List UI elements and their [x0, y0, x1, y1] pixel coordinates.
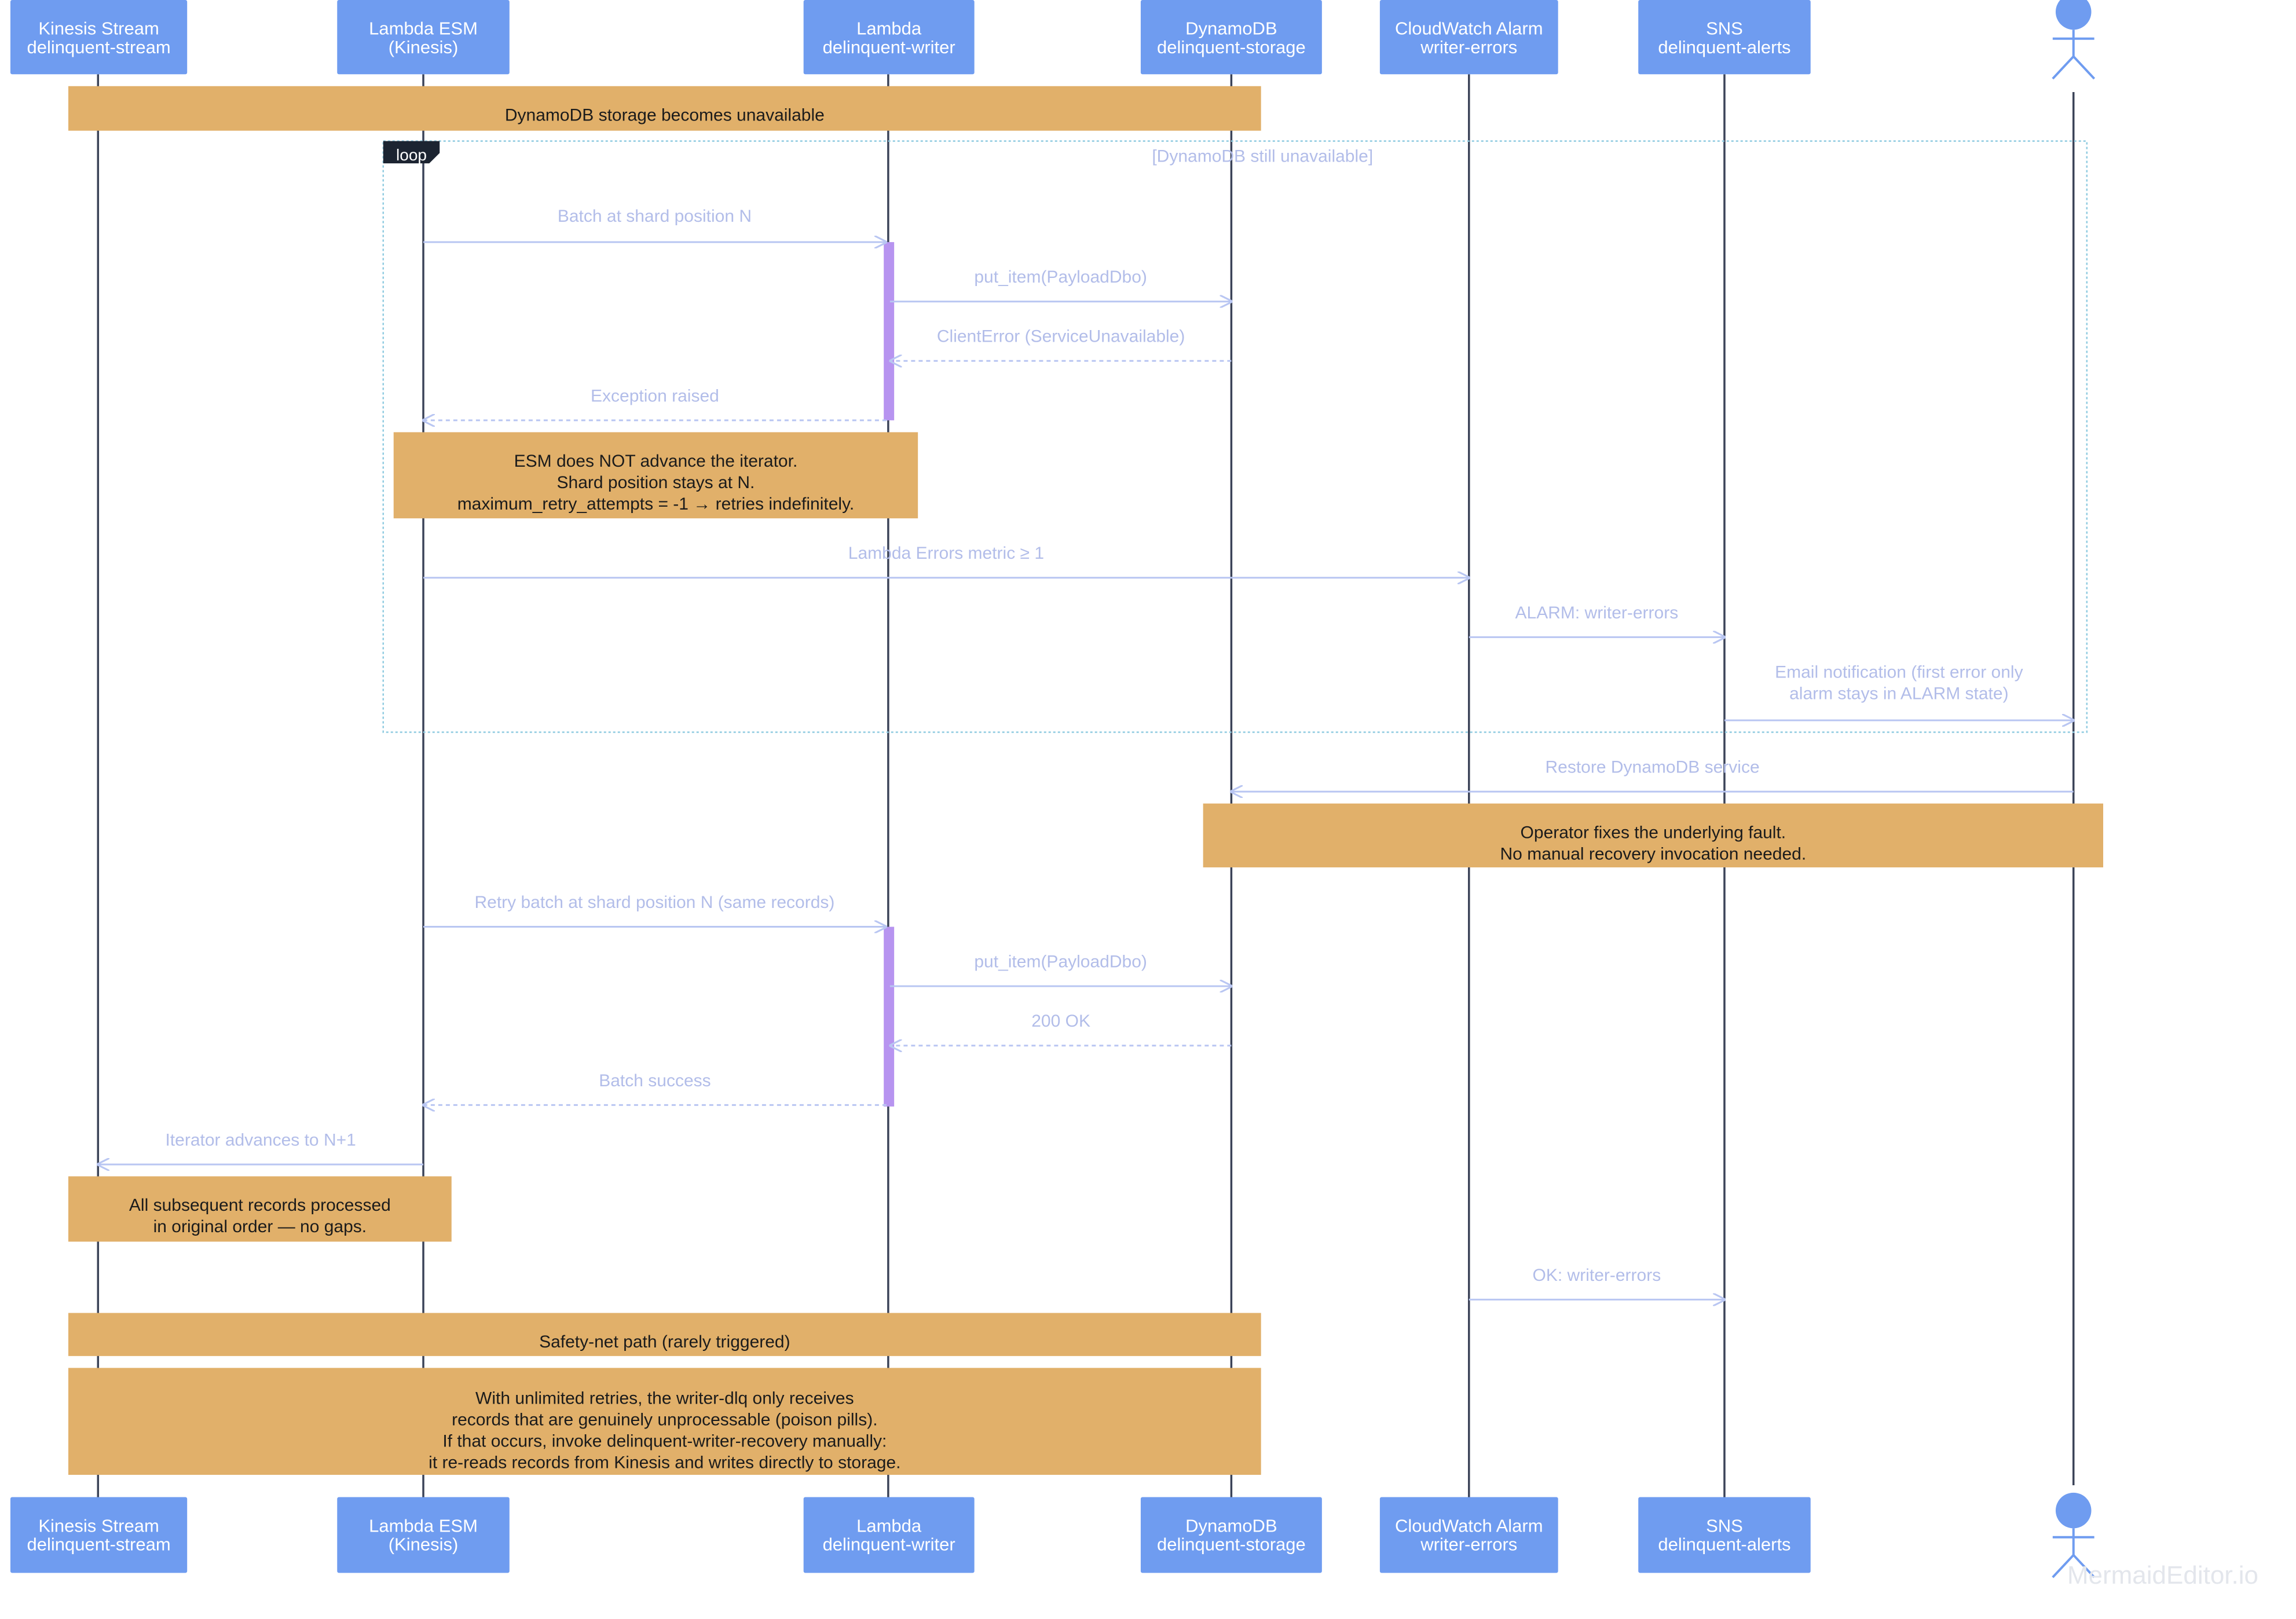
message-label-batch-success: Batch success — [599, 1071, 711, 1090]
message-label-restore: Restore DynamoDB service — [1546, 758, 1760, 777]
message-exception: Exception raised — [423, 386, 887, 420]
message-iterator: Iterator advances to N+1 — [98, 1130, 424, 1164]
actor-label-esm: Lambda ESM(Kinesis) — [369, 19, 478, 57]
message-batch-n: Batch at shard position N — [423, 207, 886, 242]
message-retry: Retry batch at shard position N (same re… — [423, 893, 886, 927]
watermark: MermaidEditor.io — [2067, 1561, 2258, 1589]
actor-esm-bottom[interactable]: Lambda ESM(Kinesis) — [337, 1497, 510, 1573]
loop-condition: [DynamoDB still unavailable] — [1152, 147, 1373, 166]
note-text-safety-net: Safety-net path (rarely triggered) — [539, 1332, 790, 1351]
message-label-errors-metric: Lambda Errors metric ≥ 1 — [848, 544, 1044, 563]
loop-label-tag: loop — [383, 141, 440, 164]
message-batch-success: Batch success — [423, 1071, 887, 1105]
note-dlq: With unlimited retries, the writer-dlq o… — [68, 1368, 1261, 1475]
message-label-alarm: ALARM: writer-errors — [1515, 603, 1679, 622]
message-label-retry: Retry batch at shard position N (same re… — [474, 893, 834, 912]
activation-bar-1 — [884, 242, 895, 420]
actor-esm-top[interactable]: Lambda ESM(Kinesis) — [337, 0, 510, 75]
user-icon-top — [2052, 0, 2096, 80]
note-text-operator-fix: Operator fixes the underlying fault.No m… — [1500, 823, 1807, 863]
note-text-esm-no-advance: ESM does NOT advance the iterator.Shard … — [457, 452, 855, 514]
message-restore: Restore DynamoDB service — [1231, 758, 2074, 792]
loop-label: loop — [396, 146, 427, 164]
message-ok200: 200 OK — [891, 1012, 1232, 1046]
message-label-exception: Exception raised — [591, 386, 719, 405]
actor-label-esm: Lambda ESM(Kinesis) — [369, 1515, 478, 1554]
message-errors-metric: Lambda Errors metric ≥ 1 — [423, 544, 1469, 578]
message-alarm: ALARM: writer-errors — [1469, 603, 1724, 638]
message-label-put-item-1: put_item(PayloadDbo) — [974, 268, 1147, 287]
loop-frame: loop [DynamoDB still unavailable] — [382, 140, 2088, 733]
note-operator-fix: Operator fixes the underlying fault.No m… — [1203, 803, 2104, 867]
message-label-client-error: ClientError (ServiceUnavailable) — [937, 327, 1185, 346]
message-put-item-2: put_item(PayloadDbo) — [889, 953, 1232, 987]
activation-bar-2 — [884, 926, 895, 1107]
message-client-error: ClientError (ServiceUnavailable) — [891, 327, 1232, 361]
message-ok-alarm: OK: writer-errors — [1469, 1266, 1724, 1300]
note-safety-net: Safety-net path (rarely triggered) — [68, 1313, 1261, 1356]
note-esm-no-advance: ESM does NOT advance the iterator.Shard … — [393, 432, 918, 519]
message-label-iterator: Iterator advances to N+1 — [165, 1130, 356, 1149]
message-label-ok200: 200 OK — [1031, 1012, 1090, 1031]
note-storage-unavailable: DynamoDB storage becomes unavailable — [68, 86, 1261, 131]
message-label-ok-alarm: OK: writer-errors — [1533, 1266, 1661, 1285]
message-label-batch-n: Batch at shard position N — [558, 207, 752, 226]
note-text-storage-unavailable: DynamoDB storage becomes unavailable — [505, 106, 825, 125]
user-icon-bottom — [2052, 1492, 2096, 1578]
note-text-dlq: With unlimited retries, the writer-dlq o… — [429, 1389, 900, 1473]
message-label-put-item-2: put_item(PayloadDbo) — [974, 953, 1147, 972]
message-put-item-1: put_item(PayloadDbo) — [889, 268, 1232, 302]
